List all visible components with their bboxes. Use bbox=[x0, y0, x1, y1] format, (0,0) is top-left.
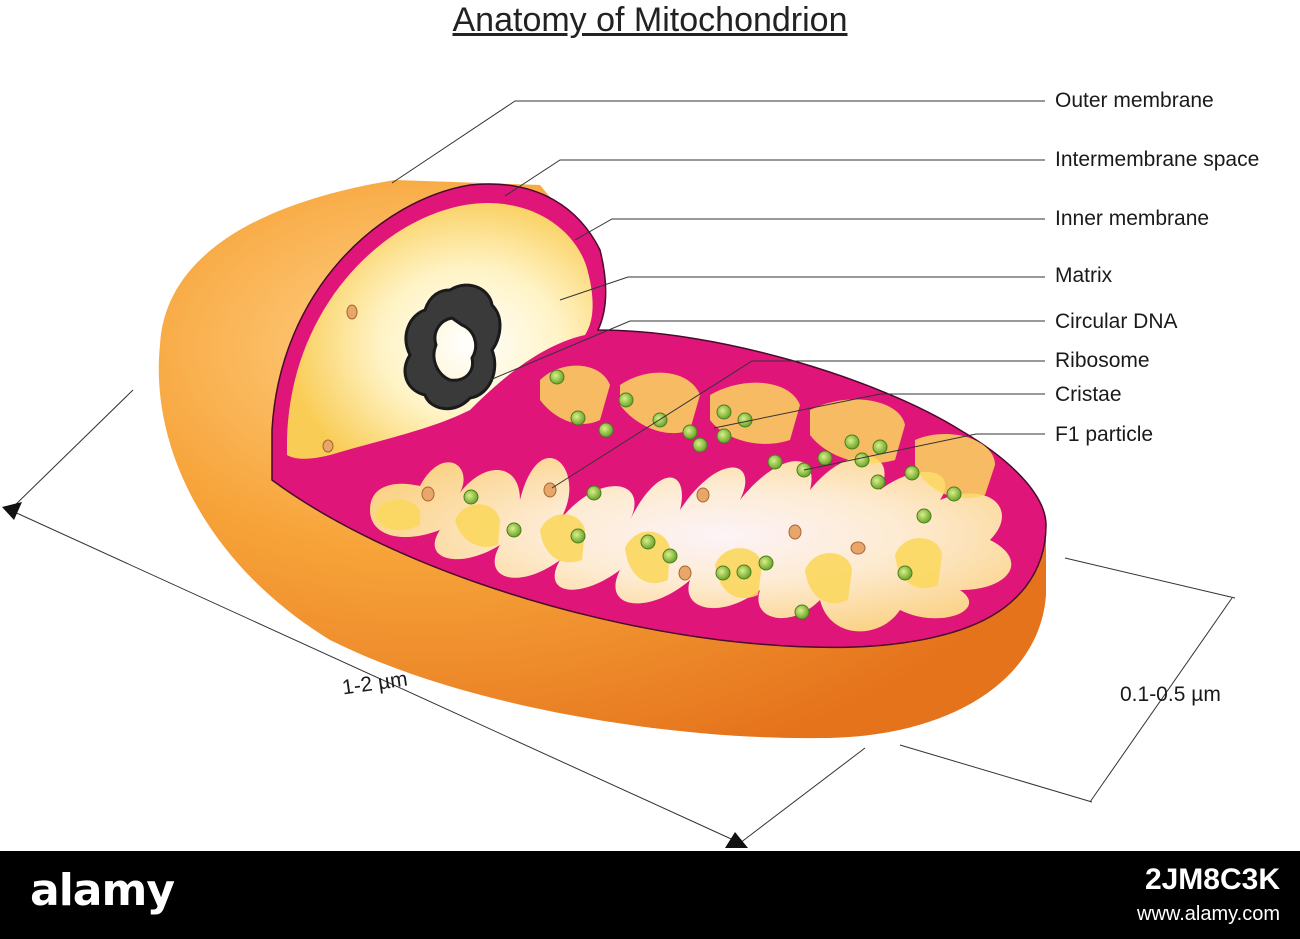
f1-particle bbox=[570, 528, 586, 544]
label-outer-membrane: Outer membrane bbox=[1055, 89, 1214, 112]
f1-particle bbox=[692, 437, 708, 453]
dimension-width bbox=[899, 557, 1236, 803]
ribosome bbox=[850, 541, 866, 555]
f1-particle bbox=[946, 486, 962, 502]
f1-particle bbox=[640, 534, 656, 550]
f1-particle bbox=[870, 474, 886, 490]
watermark-logo: alamy bbox=[30, 865, 175, 916]
ribosome bbox=[346, 304, 358, 320]
watermark-image-id: 2JM8C3K bbox=[1144, 863, 1280, 896]
f1-particle bbox=[549, 369, 565, 385]
f1-particle bbox=[586, 485, 602, 501]
f1-particle-group bbox=[463, 369, 962, 620]
leader-circular-dna bbox=[489, 320, 1045, 381]
arrowhead-bottom bbox=[725, 832, 748, 848]
f1-particle bbox=[897, 565, 913, 581]
f1-particle bbox=[716, 404, 732, 420]
label-cristae: Cristae bbox=[1055, 383, 1122, 406]
leader-outer-membrane bbox=[391, 100, 1045, 184]
label-f1-particle: F1 particle bbox=[1055, 423, 1154, 446]
f1-particle bbox=[570, 410, 586, 426]
ribosome bbox=[543, 482, 557, 498]
ribosome bbox=[421, 486, 435, 502]
f1-particle bbox=[506, 522, 522, 538]
leader-intermembrane-space bbox=[504, 159, 1045, 197]
dimension-width-label: 0.1-0.5 µm bbox=[1120, 683, 1221, 706]
label-ribosome: Ribosome bbox=[1055, 349, 1150, 372]
dimension-length bbox=[9, 389, 866, 844]
f1-particle bbox=[758, 555, 774, 571]
f1-particle bbox=[817, 450, 833, 466]
leader-inner-membrane bbox=[574, 218, 1045, 241]
watermark-footer: alamy 2JM8C3K www.alamy.com bbox=[0, 851, 1300, 939]
leader-cristae bbox=[713, 393, 1045, 429]
f1-particle bbox=[872, 439, 888, 455]
leader-lines bbox=[391, 100, 1045, 489]
label-inner-membrane: Inner membrane bbox=[1055, 207, 1210, 230]
ribosome bbox=[678, 565, 692, 581]
f1-particle bbox=[463, 489, 479, 505]
diagram-title: Anatomy of Mitochondrion bbox=[452, 1, 848, 39]
end-cap-matrix bbox=[287, 203, 593, 459]
f1-particle bbox=[736, 564, 752, 580]
label-intermembrane-space: Intermembrane space bbox=[1055, 148, 1260, 171]
f1-particle bbox=[737, 412, 753, 428]
f1-particle bbox=[662, 548, 678, 564]
leader-ribosome bbox=[551, 360, 1045, 489]
f1-particle bbox=[854, 452, 870, 468]
f1-particle bbox=[682, 424, 698, 440]
matrix-region bbox=[370, 456, 1012, 632]
f1-particle bbox=[715, 565, 731, 581]
f1-particle bbox=[904, 465, 920, 481]
ribosome bbox=[322, 439, 334, 453]
f1-particle bbox=[916, 508, 932, 524]
f1-particle bbox=[716, 428, 732, 444]
f1-particle bbox=[767, 454, 783, 470]
f1-particle bbox=[598, 422, 614, 438]
f1-particle bbox=[618, 392, 634, 408]
f1-particle bbox=[794, 604, 810, 620]
circular-dna bbox=[403, 283, 502, 410]
label-matrix: Matrix bbox=[1055, 264, 1113, 287]
leader-f1-particle bbox=[803, 433, 1045, 471]
cristae-lower-group bbox=[375, 499, 942, 604]
ribosome bbox=[696, 487, 710, 503]
ribosome-group bbox=[322, 304, 866, 581]
leader-matrix bbox=[559, 276, 1045, 301]
watermark-url: www.alamy.com bbox=[1137, 903, 1280, 925]
arrowhead-left bbox=[2, 502, 22, 520]
ribosome bbox=[788, 524, 802, 540]
label-circular-dna: Circular DNA bbox=[1055, 310, 1178, 333]
f1-particle bbox=[844, 434, 860, 450]
